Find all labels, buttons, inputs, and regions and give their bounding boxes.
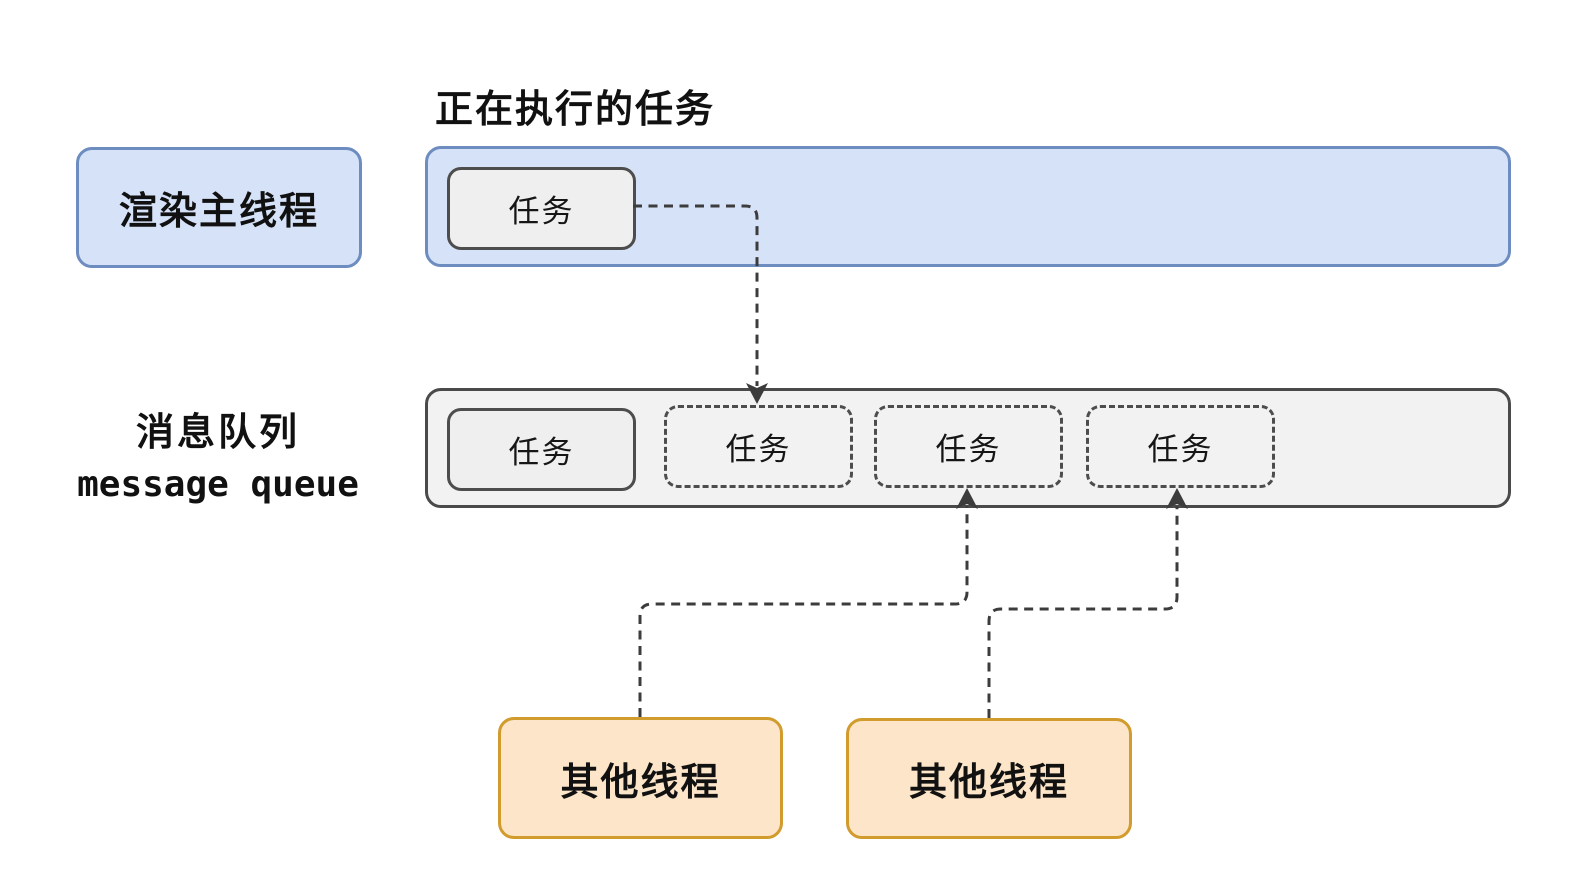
arrow-other-thread1-to-queue	[638, 488, 978, 717]
message-queue-label: 消息队列 message queue	[40, 410, 396, 507]
queue-task-label-2: 任务	[725, 432, 792, 467]
queue-task-box-3: 任务	[874, 405, 1063, 488]
executing-task-title: 正在执行的任务	[435, 89, 716, 131]
arrow-other-thread2-to-queue	[987, 488, 1188, 718]
other-thread-box-2: 其他线程	[846, 718, 1132, 839]
queue-task-box-4: 任务	[1086, 405, 1275, 488]
executing-task-box: 任务	[447, 167, 636, 250]
queue-task-box-1: 任务	[447, 408, 636, 491]
message-queue-label-zh: 消息队列	[135, 412, 300, 454]
message-queue-track: 任务 任务 任务 任务	[425, 388, 1511, 508]
queue-task-label-1: 任务	[508, 435, 575, 470]
message-queue-label-en: message queue	[77, 463, 359, 505]
queue-task-box-2: 任务	[664, 405, 853, 488]
other-thread-label-2: 其他线程	[908, 762, 1069, 804]
queue-task-label-4: 任务	[1147, 432, 1214, 467]
queue-task-label-3: 任务	[935, 432, 1002, 467]
render-main-thread-box: 渲染主线程	[76, 147, 362, 268]
render-main-thread-label: 渲染主线程	[118, 191, 319, 233]
main-thread-track: 任务	[425, 146, 1511, 267]
other-thread-box-1: 其他线程	[498, 717, 783, 839]
other-thread-label-1: 其他线程	[560, 761, 721, 804]
executing-task-label: 任务	[508, 194, 575, 229]
